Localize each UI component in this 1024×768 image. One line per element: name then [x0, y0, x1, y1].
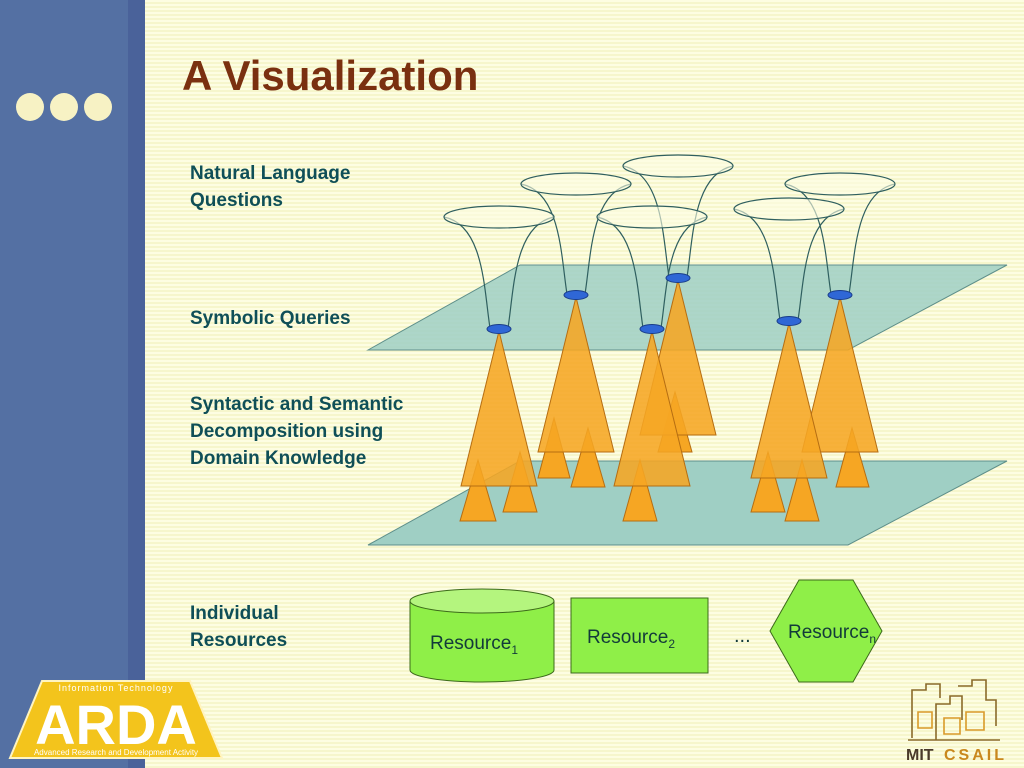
- label-symbolic-queries: Symbolic Queries: [190, 308, 351, 329]
- funnel-rim: [622, 154, 734, 178]
- small-cone: [622, 458, 658, 522]
- small-cone: [835, 426, 870, 488]
- small-cone: [750, 450, 786, 513]
- bullet-dot-icon: [50, 93, 78, 121]
- resource-ellipsis: ...: [734, 625, 751, 647]
- sidebar: [0, 0, 128, 768]
- mit-text: MIT: [906, 747, 934, 764]
- funnel-rim: [733, 197, 845, 221]
- funnel-rim: [520, 172, 632, 196]
- decomposition-cone: [460, 330, 538, 487]
- label-natural-language: Natural Language Questions: [190, 163, 351, 211]
- resource-1-cylinder: Resource1: [409, 588, 555, 683]
- csail-text: CSAIL: [944, 747, 1007, 764]
- query-node: [776, 316, 802, 326]
- arda-bottom-text: Advanced Research and Development Activi…: [34, 748, 198, 757]
- resource-2-label: Resource2: [587, 627, 675, 651]
- decomposition-cone: [750, 322, 828, 479]
- decomposition-cone: [613, 330, 691, 487]
- label-decomposition: Syntactic and Semantic Decomposition usi…: [190, 394, 404, 469]
- decomposition-cone: [537, 296, 615, 453]
- small-cone: [459, 458, 497, 522]
- query-node: [563, 290, 589, 300]
- query-node: [639, 324, 665, 334]
- query-node: [486, 324, 512, 334]
- query-node: [665, 273, 691, 283]
- decomposition-cone: [801, 296, 879, 453]
- bullet-dot-icon: [84, 93, 112, 121]
- arda-top-text: Information Technology: [59, 683, 174, 693]
- resource-n-label: Resourcen: [788, 622, 876, 646]
- small-cone: [784, 458, 820, 522]
- resource-2-box: Resource2: [570, 597, 709, 674]
- arda-logo: Information Technology ARDA Advanced Res…: [8, 680, 224, 759]
- funnel-rim: [784, 172, 896, 196]
- small-cone: [570, 426, 606, 488]
- mit-csail-logo: MIT CSAIL: [906, 679, 1007, 764]
- slide-title: A Visualization: [182, 52, 479, 99]
- bullet-dot-icon: [16, 93, 44, 121]
- sidebar-edge: [128, 0, 145, 768]
- query-node: [827, 290, 853, 300]
- funnel-rim: [443, 205, 555, 229]
- funnel-rim: [596, 205, 708, 229]
- arda-main-text: ARDA: [35, 693, 197, 756]
- resource-1-label: Resource1: [430, 633, 518, 657]
- label-individual-resources: Individual Resources: [190, 603, 288, 651]
- resource-n-hexagon: Resourcen: [769, 579, 883, 683]
